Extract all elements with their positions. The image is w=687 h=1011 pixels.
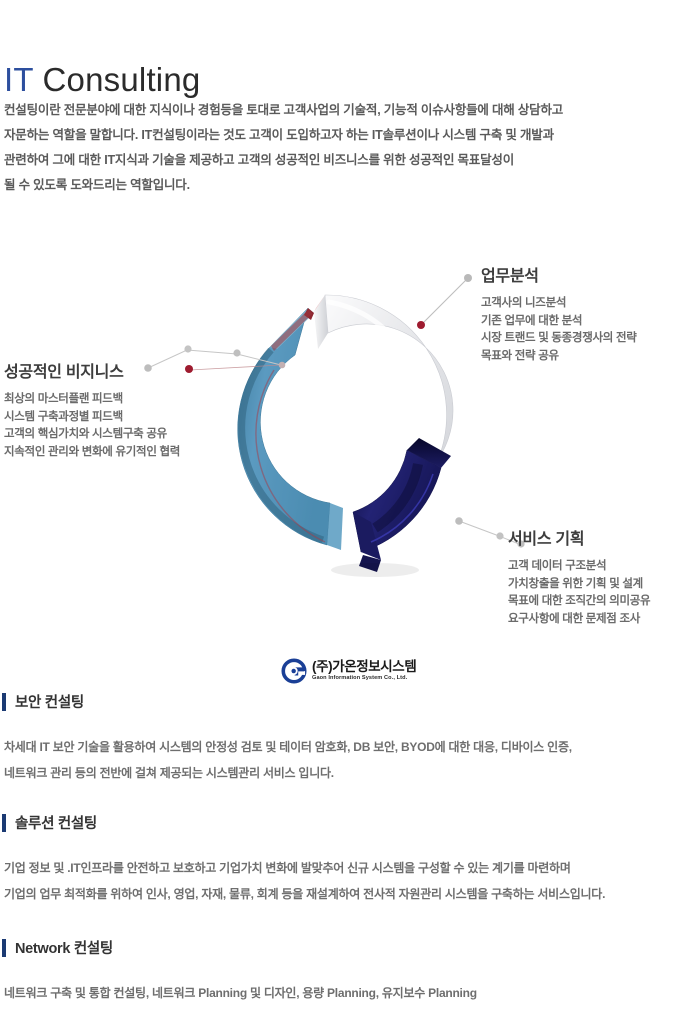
page-title: IT Consulting bbox=[4, 61, 200, 99]
section-body-line: 네트워크 관리 등의 전반에 걸쳐 제공되는 시스템관리 서비스 입니다. bbox=[4, 766, 334, 780]
section-body-line: 기업의 업무 최적화를 위하여 인사, 영업, 자재, 물류, 회계 등을 재설… bbox=[4, 887, 606, 901]
section-heading-security: 보안 컨설팅 bbox=[0, 691, 687, 712]
node-detail-item: 시장 트랜드 및 동종경쟁사의 전략 bbox=[481, 332, 637, 344]
section-body-network: 네트워크 구축 및 통합 컨설팅, 네트워크 Planning 및 디자인, 용… bbox=[4, 980, 687, 1006]
section-body-line: 차세대 IT 보안 기술을 활용하여 시스템의 안정성 검토 및 테이터 암호화… bbox=[4, 740, 572, 754]
diagram-node-analysis: 업무분석 고객사의 니즈분석 기존 업무에 대한 분석 시장 트랜드 및 동종경… bbox=[481, 262, 637, 365]
logo-korean-name: (주)가온정보시스템 bbox=[312, 659, 417, 675]
node-detail-list-analysis: 고객사의 니즈분석 기존 업무에 대한 분석 시장 트랜드 및 동종경쟁사의 전… bbox=[481, 295, 637, 365]
cycle-diagram: (주)가온정보시스템 Gaon Information System Co., … bbox=[0, 240, 687, 684]
diagram-node-business: 성공적인 비지니스 최상의 마스터플랜 피드백 시스템 구축과정별 피드백 고객… bbox=[4, 358, 180, 461]
node-detail-item: 고객의 핵심가치와 시스템구축 공유 bbox=[4, 428, 167, 440]
intro-line: 될 수 있도록 도와드리는 역할입니다. bbox=[4, 178, 190, 192]
node-title-analysis: 업무분석 bbox=[481, 268, 539, 285]
intro-line: 컨설팅이란 전문분야에 대한 지식이나 경험등을 토대로 고객사업의 기술적, … bbox=[4, 103, 564, 117]
company-logo: (주)가온정보시스템 Gaon Information System Co., … bbox=[281, 658, 417, 684]
heading-accent-bar-icon bbox=[2, 938, 6, 957]
node-title-service: 서비스 기획 bbox=[508, 531, 585, 548]
intro-line: 관련하여 그에 대한 IT지식과 기술을 제공하고 고객의 성공적인 비즈니스를… bbox=[4, 153, 515, 167]
node-detail-item: 지속적인 관리와 변화에 유기적인 협력 bbox=[4, 445, 181, 458]
node-detail-item: 고객 데이터 구조분석 bbox=[508, 560, 607, 572]
node-detail-item: 목표에 대한 조직간의 의미공유 bbox=[508, 595, 651, 607]
section-network-consulting: Network 컨설팅 네트워크 구축 및 통합 컨설팅, 네트워크 Plann… bbox=[0, 937, 687, 1006]
node-detail-item: 가치창출을 위한 기획 및 설계 bbox=[508, 577, 643, 590]
cycle-ring-graphic bbox=[237, 294, 454, 577]
section-body-line: 기업 정보 및 .IT인프라를 안전하고 보호하고 기업가치 변화에 발맞추어 … bbox=[4, 861, 571, 875]
node-detail-item: 고객사의 니즈분석 bbox=[481, 297, 567, 309]
node-title-business: 성공적인 비지니스 bbox=[4, 364, 124, 381]
logo-english-name: Gaon Information System Co., Ltd. bbox=[312, 674, 408, 681]
node-detail-list-service: 고객 데이터 구조분석 가치창출을 위한 기획 및 설계 목표에 대한 조직간의… bbox=[508, 558, 651, 628]
node-detail-item: 최상의 마스터플랜 피드백 bbox=[4, 393, 123, 405]
node-detail-item: 목표와 전략 공유 bbox=[481, 349, 559, 362]
section-heading-text: 솔루션 컨설팅 bbox=[15, 816, 97, 832]
page-title-secondary: Consulting bbox=[42, 61, 201, 99]
heading-accent-bar-icon bbox=[2, 813, 6, 832]
intro-line: 자문하는 역할을 말합니다. IT컨설팅이라는 것도 고객이 도입하고자 하는 … bbox=[4, 128, 554, 142]
node-detail-item: 요구사항에 대한 문제점 조사 bbox=[508, 612, 641, 625]
section-body-security: 차세대 IT 보안 기술을 활용하여 시스템의 안정성 검토 및 테이터 암호화… bbox=[4, 734, 687, 786]
arc-segment-business bbox=[237, 307, 343, 550]
diagram-node-service: 서비스 기획 고객 데이터 구조분석 가치창출을 위한 기획 및 설계 목표에 … bbox=[508, 525, 651, 628]
gaon-g-circle-icon bbox=[281, 658, 307, 684]
heading-accent-bar-icon bbox=[2, 692, 6, 711]
section-heading-solution: 솔루션 컨설팅 bbox=[0, 812, 687, 833]
section-heading-text: Network 컨설팅 bbox=[15, 941, 113, 957]
intro-paragraph: 컨설팅이란 전문분야에 대한 지식이나 경험등을 토대로 고객사업의 기술적, … bbox=[4, 98, 676, 198]
section-solution-consulting: 솔루션 컨설팅 기업 정보 및 .IT인프라를 안전하고 보호하고 기업가치 변… bbox=[0, 812, 687, 907]
node-detail-item: 기존 업무에 대한 분석 bbox=[481, 314, 583, 327]
node-detail-list-business: 최상의 마스터플랜 피드백 시스템 구축과정별 피드백 고객의 핵심가치와 시스… bbox=[4, 391, 180, 461]
section-heading-network: Network 컨설팅 bbox=[0, 937, 687, 958]
node-detail-item: 시스템 구축과정별 피드백 bbox=[4, 410, 123, 423]
section-security-consulting: 보안 컨설팅 차세대 IT 보안 기술을 활용하여 시스템의 안정성 검토 및 … bbox=[0, 691, 687, 786]
arc-segment-service bbox=[352, 438, 451, 572]
section-heading-text: 보안 컨설팅 bbox=[15, 695, 84, 711]
page-title-primary: IT bbox=[4, 61, 34, 99]
section-body-solution: 기업 정보 및 .IT인프라를 안전하고 보호하고 기업가치 변화에 발맞추어 … bbox=[4, 855, 687, 907]
section-body-line: 네트워크 구축 및 통합 컨설팅, 네트워크 Planning 및 디자인, 용… bbox=[4, 986, 477, 1000]
